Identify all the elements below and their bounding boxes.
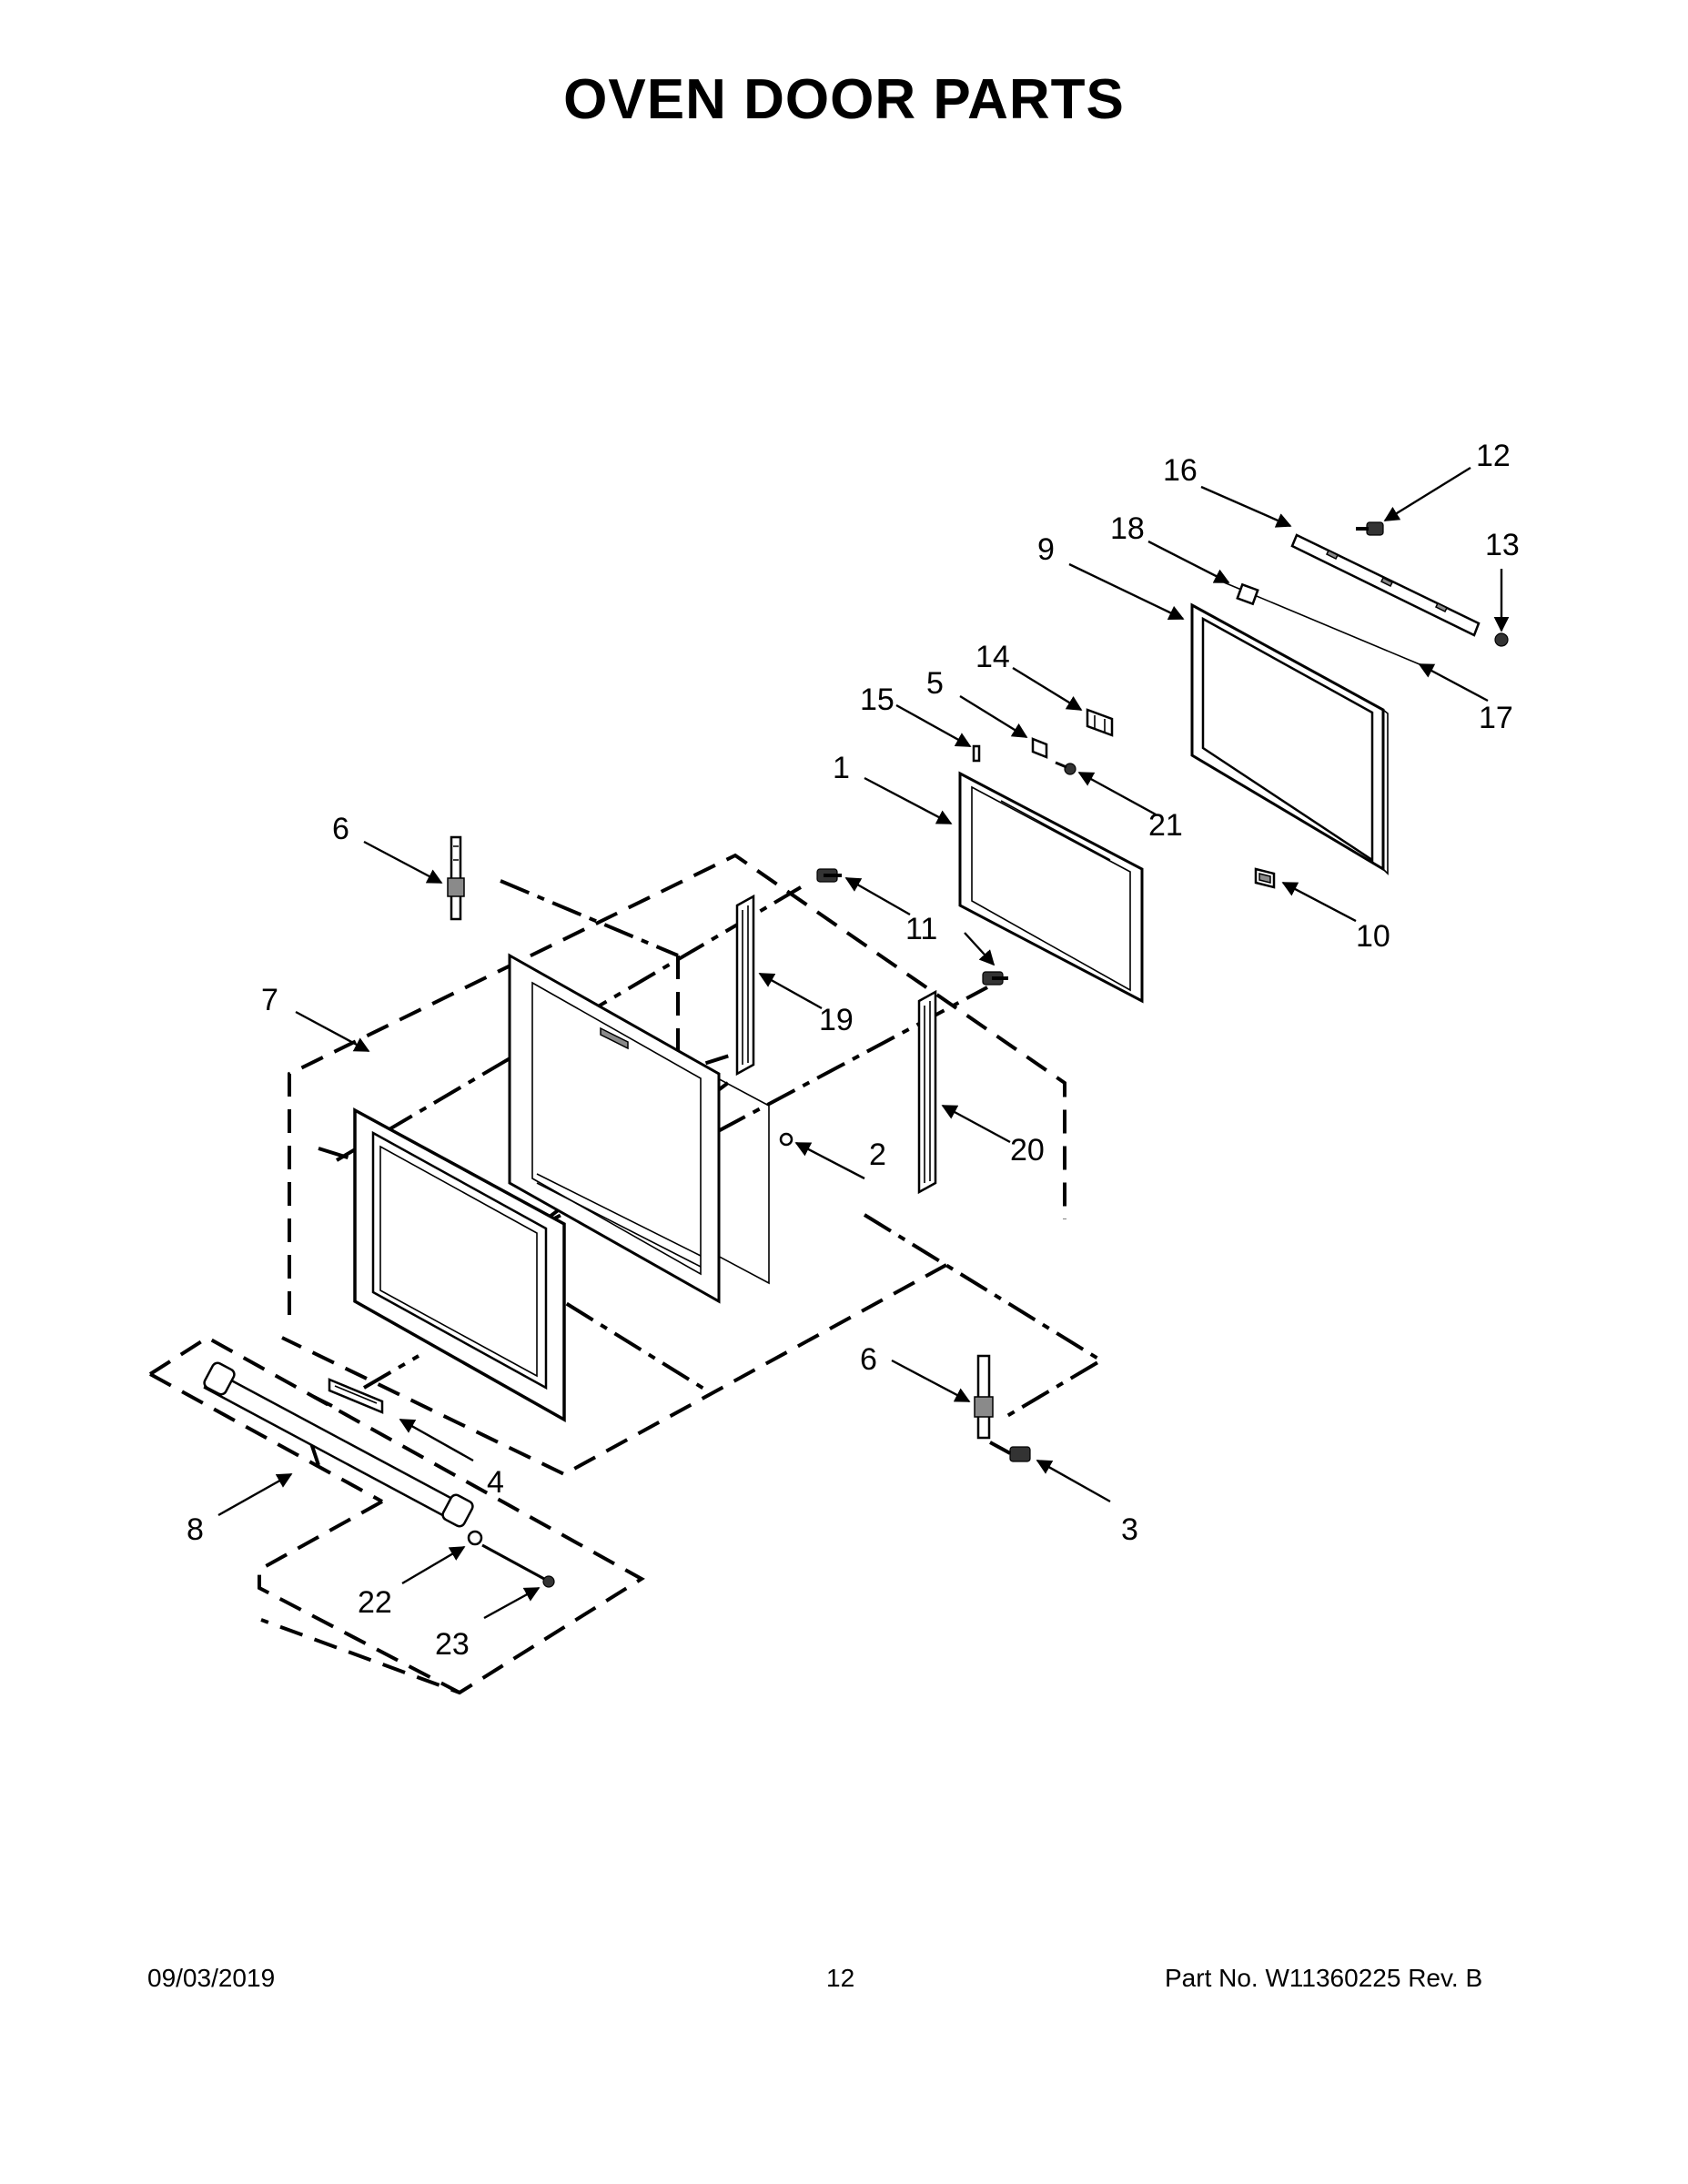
badge-4-part	[328, 1378, 384, 1414]
screw-23-part	[481, 1543, 555, 1588]
screw-11-upper-part	[816, 868, 842, 883]
footer-part-number: Part No. W11360225 Rev. B	[1165, 1964, 1483, 1992]
hinge-channel-19-part	[735, 894, 755, 1077]
callout-21: 21	[1148, 808, 1183, 843]
hinge-channel-20-part	[917, 989, 937, 1195]
callout-6-lower: 6	[860, 1342, 877, 1377]
callout-15: 15	[860, 682, 895, 717]
callout-4: 4	[487, 1465, 504, 1500]
vent-trim-part	[1290, 533, 1481, 637]
callout-6-upper: 6	[332, 812, 349, 846]
inner-door-frame-part	[958, 771, 1144, 1004]
callout-7: 7	[261, 983, 278, 1017]
spacer-15-part	[972, 744, 981, 763]
outer-door-part	[353, 1107, 566, 1422]
callout-17: 17	[1479, 701, 1513, 735]
screw-21-part	[1055, 761, 1076, 775]
assembly-outline-handle	[148, 1335, 645, 1695]
callout-12: 12	[1476, 439, 1511, 473]
footer-page-number: 12	[826, 1964, 855, 1992]
outer-door-panel-part	[1190, 602, 1389, 875]
screw-13-part	[1494, 632, 1509, 647]
hinge-lower-part	[974, 1354, 994, 1440]
washer-2-part	[779, 1132, 793, 1147]
bracket-5-part	[1031, 737, 1048, 759]
callout-13: 13	[1485, 528, 1520, 562]
callout-22: 22	[358, 1585, 392, 1620]
callout-16: 16	[1163, 453, 1198, 488]
page-title: OVEN DOOR PARTS	[563, 68, 1125, 131]
screw-11-lower-part	[982, 971, 1008, 986]
callout-8: 8	[187, 1512, 204, 1547]
callout-10: 10	[1356, 919, 1390, 954]
hinge-receptacle-10-part	[1254, 867, 1276, 889]
callout-20: 20	[1010, 1133, 1045, 1168]
callout-11: 11	[905, 912, 937, 946]
screw-3-part	[989, 1441, 1031, 1462]
washer-22-part	[467, 1530, 483, 1546]
clip-14-part	[1086, 708, 1114, 737]
callout-19: 19	[819, 1003, 854, 1037]
handle-8-part	[203, 1361, 474, 1528]
callout-3: 3	[1121, 1512, 1138, 1547]
door-liner-part	[508, 953, 721, 1304]
footer-date: 09/03/2019	[147, 1964, 276, 1992]
callout-23: 23	[435, 1627, 470, 1662]
pad-part	[1236, 582, 1259, 606]
callout-9: 9	[1037, 532, 1055, 567]
callout-14: 14	[975, 640, 1010, 674]
callout-18: 18	[1110, 511, 1145, 546]
callout-2: 2	[869, 1138, 886, 1172]
hinge-upper-part	[447, 835, 465, 921]
leader-lines	[217, 466, 1510, 1620]
screw-12-part	[1356, 521, 1384, 536]
callout-1: 1	[833, 751, 850, 785]
callout-5: 5	[926, 666, 944, 701]
